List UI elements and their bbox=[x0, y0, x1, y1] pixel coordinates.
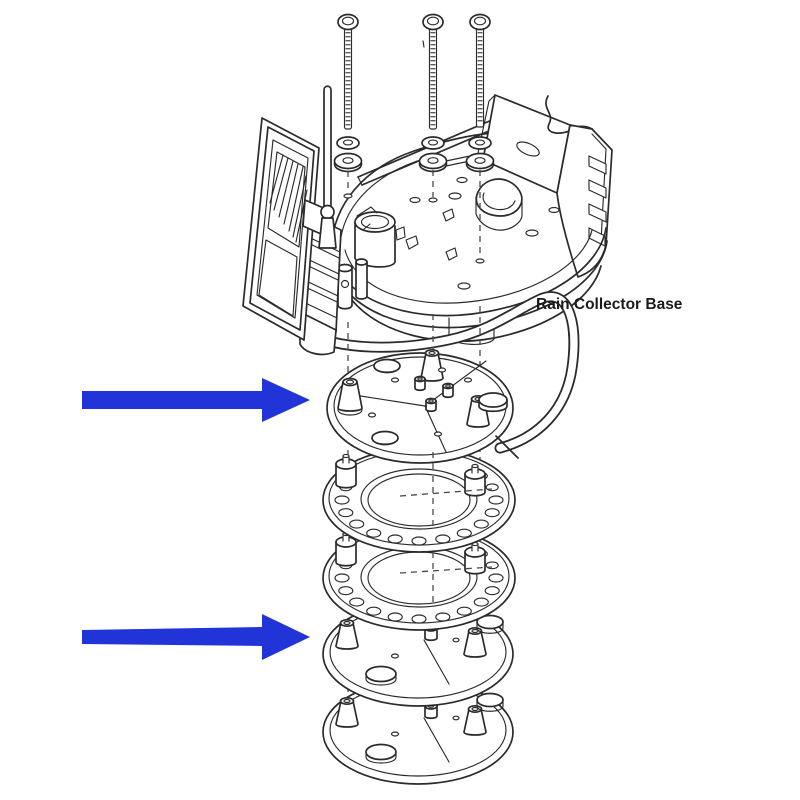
debris-cup bbox=[354, 206, 406, 268]
alignment-dashed-overlay bbox=[399, 452, 493, 606]
antenna bbox=[318, 85, 337, 249]
mounting-screw bbox=[469, 13, 491, 128]
rim-tick-mark bbox=[495, 435, 519, 459]
washer-set bbox=[333, 136, 495, 173]
arrow-lower-plate bbox=[82, 614, 310, 660]
kidney-boss bbox=[475, 178, 523, 231]
sensor-cable bbox=[294, 291, 580, 454]
base-louver-wall bbox=[556, 124, 613, 278]
hinge-posts bbox=[337, 258, 368, 310]
mounting-plate-lower bbox=[322, 601, 514, 707]
mounting-screws bbox=[333, 13, 495, 173]
rain-collector-base bbox=[329, 94, 613, 345]
solar-cell-hatching bbox=[269, 154, 308, 243]
solar-panel-assembly bbox=[242, 117, 342, 356]
arrow-top-plate bbox=[82, 378, 310, 422]
label-rain-collector-base: Rain Collector Base bbox=[536, 296, 683, 313]
ring-spacer-upper bbox=[322, 447, 516, 553]
base-surface-details bbox=[343, 176, 560, 290]
tick-mark bbox=[422, 40, 425, 48]
mounting-plate-top bbox=[326, 348, 514, 464]
mounting-screw bbox=[337, 13, 359, 130]
annotation-arrows bbox=[82, 378, 310, 660]
solar-panel bbox=[242, 117, 320, 341]
mounting-plate-bottom bbox=[322, 679, 514, 785]
mounting-screw bbox=[422, 13, 444, 130]
